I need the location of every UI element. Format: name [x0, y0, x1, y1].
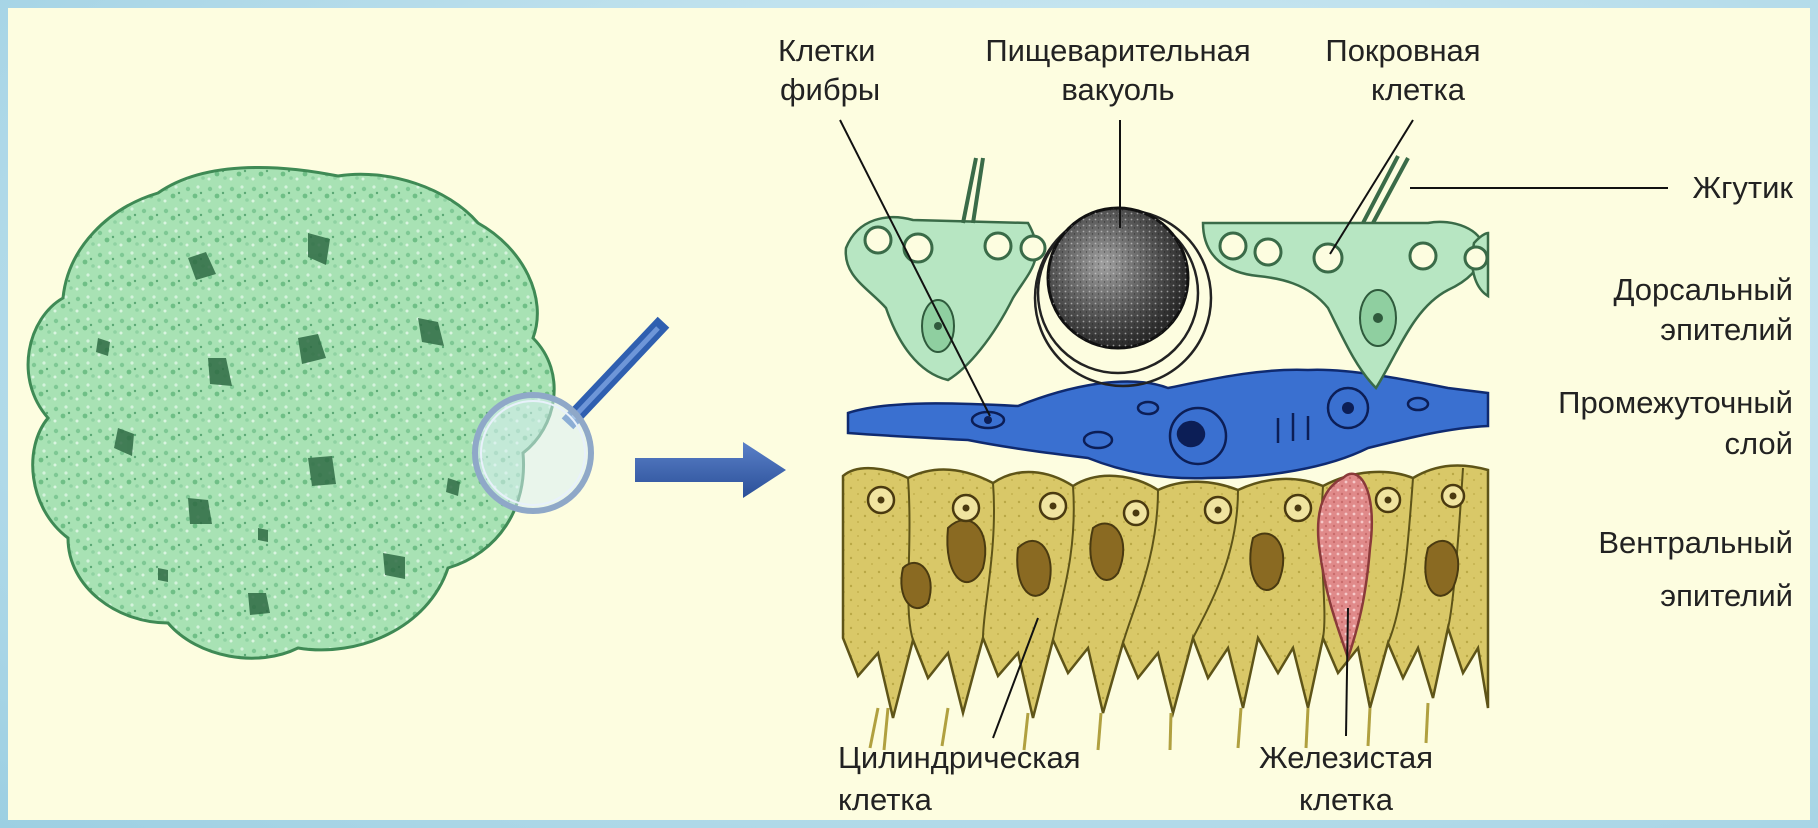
label-ventral-epithelium: Вентральный эпителий	[1598, 525, 1793, 613]
label-cover-cell: Покровная клетка	[1325, 33, 1480, 107]
label-digestive-vacuole-line1: Пищеварительная	[985, 33, 1250, 68]
label-glandular-cell-line2: клетка	[1299, 782, 1394, 817]
digestive-vacuole	[1035, 208, 1211, 386]
label-fiber-cells-line2: фибры	[780, 72, 880, 107]
label-ventral-epithelium-line2: эпителий	[1660, 578, 1793, 613]
diagram-svg: Клетки фибры Пищеварительная вакуоль Пок…	[8, 8, 1810, 820]
label-cylindrical-cell-line1: Цилиндрическая	[838, 740, 1081, 775]
label-dorsal-epithelium-line2: эпителий	[1660, 312, 1793, 347]
label-digestive-vacuole-line2: вакуоль	[1061, 72, 1174, 107]
label-intermediate-layer: Промежуточный слой	[1558, 385, 1793, 461]
label-dorsal-epithelium: Дорсальный эпителий	[1613, 272, 1793, 347]
diagram-canvas: Клетки фибры Пищеварительная вакуоль Пок…	[8, 8, 1810, 820]
label-intermediate-layer-line1: Промежуточный	[1558, 385, 1793, 420]
ventral-epithelium-region	[843, 465, 1488, 750]
label-glandular-cell: Железистая клетка	[1259, 740, 1433, 817]
label-intermediate-layer-line2: слой	[1725, 426, 1794, 461]
label-digestive-vacuole: Пищеварительная вакуоль	[985, 33, 1250, 107]
label-ventral-epithelium-line1: Вентральный	[1598, 525, 1793, 560]
label-cylindrical-cell: Цилиндрическая клетка	[838, 740, 1081, 817]
arrow-right-icon	[635, 442, 786, 498]
label-cover-cell-line1: Покровная	[1325, 33, 1480, 68]
label-fiber-cells: Клетки фибры	[778, 33, 880, 107]
label-fiber-cells-line1: Клетки	[778, 33, 875, 68]
label-dorsal-epithelium-line1: Дорсальный	[1613, 272, 1793, 307]
label-cylindrical-cell-line2: клетка	[838, 782, 933, 817]
organism-body	[28, 167, 554, 658]
label-flagellum: Жгутик	[1692, 170, 1793, 205]
tissue-cross-section	[843, 156, 1488, 750]
label-cover-cell-line2: клетка	[1371, 72, 1466, 107]
label-glandular-cell-line1: Железистая	[1259, 740, 1433, 775]
intermediate-layer-region	[848, 370, 1488, 478]
